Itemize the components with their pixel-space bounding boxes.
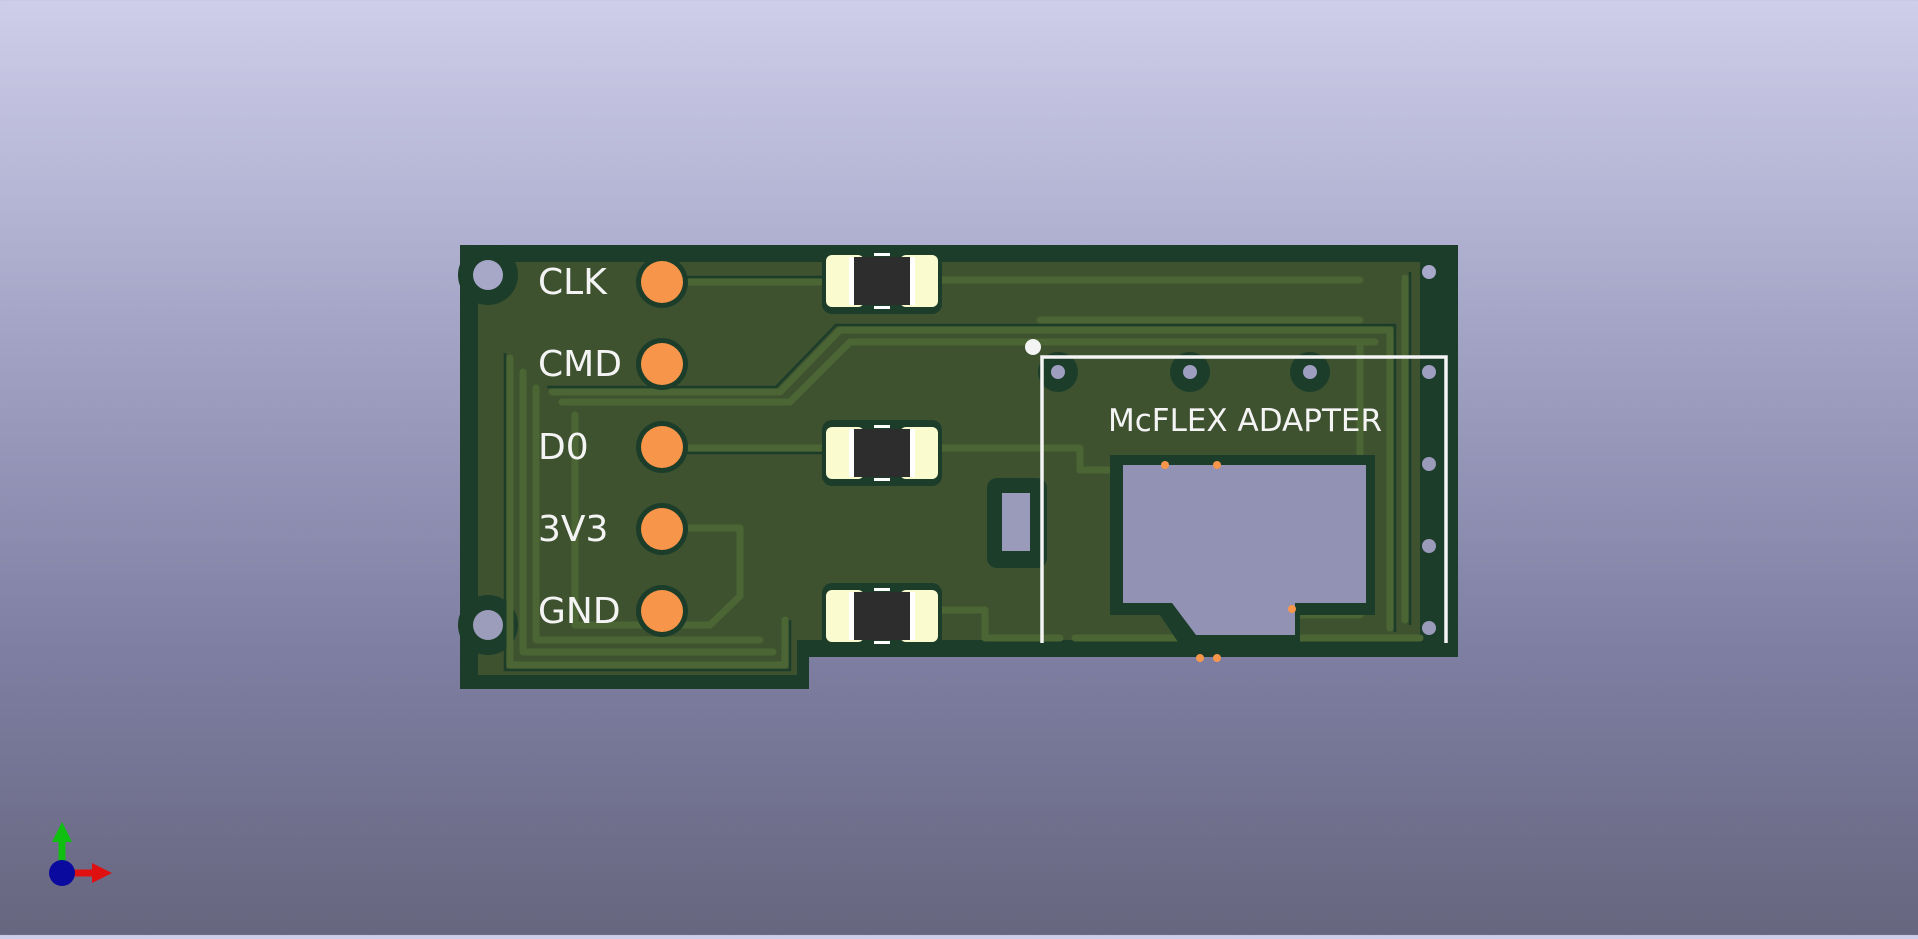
y-axis-arrow-icon <box>52 822 72 842</box>
pin-label-3v3: 3V3 <box>538 509 608 550</box>
x-axis-arrow-icon <box>92 863 112 883</box>
smd-resistor-r2 <box>822 420 942 486</box>
pin-labels: CLK CMD D0 3V3 GND <box>538 262 622 632</box>
adapter-outline <box>1040 355 1448 643</box>
castellated-pads <box>1161 461 1296 662</box>
pin-label-gnd: GND <box>538 591 621 632</box>
pin1-marker <box>1025 339 1041 355</box>
pin-label-d0: D0 <box>538 427 589 468</box>
connector-pads <box>636 256 688 637</box>
edge-holes <box>1038 265 1436 635</box>
smd-resistor-r3 <box>822 583 942 649</box>
adapter-label: McFLEX ADAPTER <box>1108 403 1382 439</box>
adapter-cutout <box>1123 465 1366 635</box>
smd-resistor-r1 <box>822 248 942 314</box>
z-axis-icon <box>49 860 75 886</box>
pin-label-cmd: CMD <box>538 344 622 385</box>
slot-cutout <box>1002 493 1030 551</box>
axis-gizmo <box>49 822 112 886</box>
mounting-hole <box>473 610 503 640</box>
pin-label-clk: CLK <box>538 262 608 303</box>
mounting-hole <box>473 260 503 290</box>
